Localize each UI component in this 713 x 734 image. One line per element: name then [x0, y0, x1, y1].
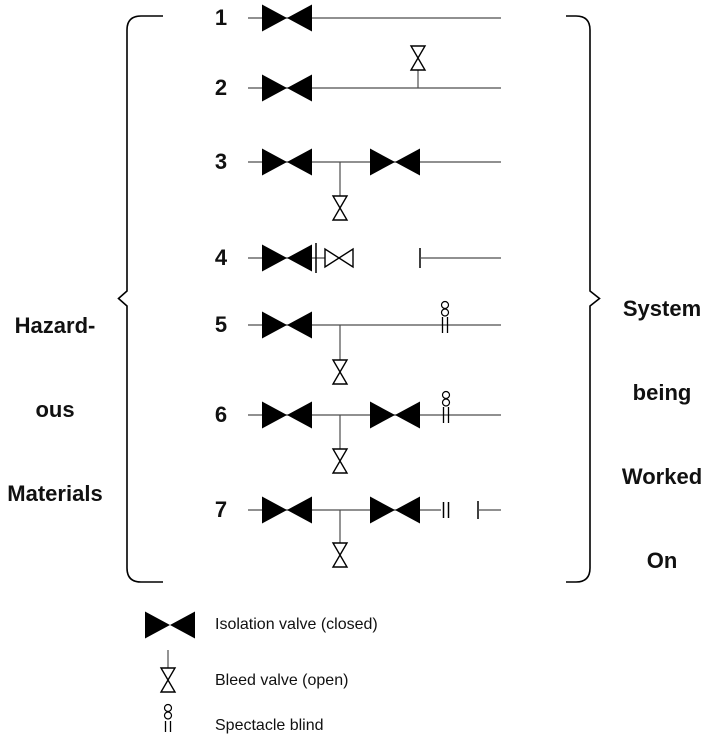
isolation-valve-closed-icon [370, 148, 420, 176]
open-valve-icon [324, 248, 354, 268]
bleed-valve-open-icon [160, 667, 176, 693]
label-line: Hazard- [14, 313, 96, 338]
label-line: On [646, 548, 678, 573]
spectacle-blind-icon [440, 300, 450, 333]
hazardous-materials-label: Hazard- ous Materials [0, 256, 110, 564]
isolation-valve-closed-icon [262, 74, 312, 102]
row-3-number: 3 [214, 149, 228, 174]
row-6-number: 6 [214, 402, 228, 427]
row-5-number: 5 [214, 312, 228, 337]
row-1-number: 1 [214, 5, 228, 30]
isolation-valve-closed-icon [370, 401, 420, 429]
bleed-valve-open-icon [332, 359, 348, 385]
isolation-valve-closed-icon [262, 496, 312, 524]
row-2-number: 2 [214, 75, 228, 100]
blind-icon [442, 502, 450, 518]
row-5-graphics [248, 300, 501, 385]
row-2-graphics [248, 45, 501, 102]
bleed-valve-open-icon [332, 448, 348, 474]
label-line: ous [35, 397, 75, 422]
row-1-graphics [248, 4, 501, 32]
spectacle-blind-icon [163, 703, 173, 732]
label-line: being [632, 380, 692, 405]
isolation-valve-closed-icon [262, 401, 312, 429]
label-line: System [622, 296, 702, 321]
isolation-valve-closed-icon [145, 611, 195, 639]
spectacle-blind-icon [441, 390, 451, 423]
isolation-valve-closed-icon [262, 148, 312, 176]
right-brace [566, 15, 601, 583]
bleed-valve-open-icon [410, 45, 426, 71]
legend-bleed-valve-label: Bleed valve (open) [215, 672, 349, 689]
row-4-graphics [248, 243, 501, 273]
left-brace [117, 15, 163, 583]
legend-graphics [145, 611, 195, 732]
row-6-graphics [248, 390, 501, 474]
isolation-valve-closed-icon [262, 244, 312, 272]
row-7-graphics [248, 496, 501, 568]
legend-isolation-valve-label: Isolation valve (closed) [215, 616, 378, 633]
bleed-valve-open-icon [332, 542, 348, 568]
row-7-number: 7 [214, 497, 228, 522]
row-3-graphics [248, 148, 501, 221]
legend-spectacle-blind-label: Spectacle blind [215, 717, 324, 734]
isolation-valve-closed-icon [262, 4, 312, 32]
isolation-valve-closed-icon [370, 496, 420, 524]
label-line: Worked [621, 464, 703, 489]
label-line: Materials [7, 481, 103, 506]
isolation-valve-closed-icon [262, 311, 312, 339]
row-4-number: 4 [214, 245, 228, 270]
bleed-valve-open-icon [332, 195, 348, 221]
system-being-worked-on-label: System being Worked On [612, 239, 712, 631]
